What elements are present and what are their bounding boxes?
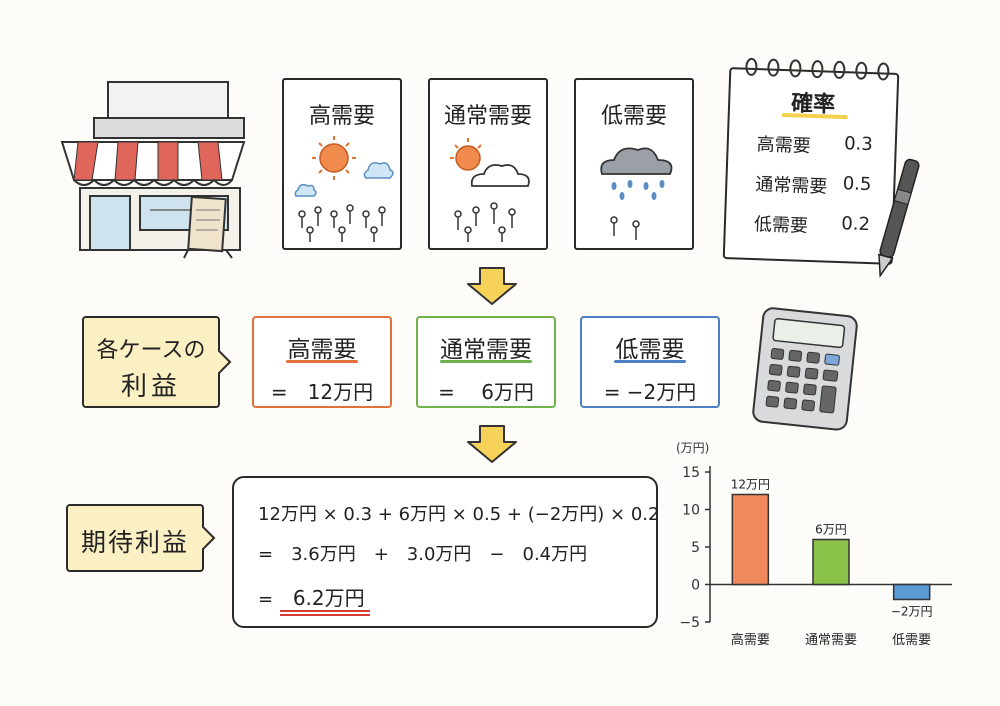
chart-data-label-1: 6万円 — [815, 523, 847, 537]
chart-category-label-0: 高需要 — [731, 632, 770, 648]
profit-label-box: 各ケースの 利益 — [82, 316, 220, 408]
spiral-binding — [745, 57, 890, 81]
label-pointer — [218, 350, 232, 374]
profit-label-line2: 利益 — [120, 372, 181, 402]
calculator-icon — [752, 307, 858, 431]
scenario-card-low: 低需要 — [574, 78, 694, 250]
scenario-card-normal: 通常需要 — [428, 78, 548, 250]
chart-bar-2 — [892, 583, 931, 601]
probability-row-normal: 通常需要 0.5 — [754, 173, 872, 198]
pen-icon — [878, 158, 920, 278]
case-value-normal: = 6万円 — [438, 380, 534, 404]
rain-cloud-icon — [600, 147, 673, 240]
scenario-title-low: 低需要 — [600, 104, 667, 129]
case-box-high: 高需要 = 12万円 — [252, 316, 392, 408]
case-box-low: 低需要 = −2万円 — [580, 316, 720, 408]
probability-row-low: 低需要 0.2 — [753, 213, 871, 237]
down-arrow-icon-2 — [467, 425, 517, 463]
formula-line-1: 12万円 × 0.3 + 6万円 × 0.5 + (−2万円) × 0.2 — [258, 504, 660, 525]
chart-ytick-label-4: −5 — [679, 615, 700, 631]
case-underline-low — [614, 360, 686, 363]
expected-label-box: 期待利益 — [66, 504, 204, 572]
probability-notepad: 確率 高需要 0.3 通常需要 0.5 低需要 0.2 — [722, 57, 900, 265]
case-title-high: 高需要 — [287, 337, 357, 363]
chart-category-label-1: 通常需要 — [805, 633, 857, 648]
case-value-high: = 12万円 — [270, 380, 374, 404]
chart-bar-0 — [731, 493, 770, 586]
result-underline-1 — [280, 610, 370, 612]
case-title-normal: 通常需要 — [440, 337, 532, 363]
case-box-normal: 通常需要 = 6万円 — [416, 316, 556, 408]
case-title-low: 低需要 — [615, 337, 685, 363]
label-pointer-2 — [202, 526, 216, 550]
case-underline-high — [286, 360, 358, 363]
chart-ytick-label-1: 10 — [682, 503, 700, 519]
chart-data-label-2: −2万円 — [891, 605, 933, 619]
chart-ytick-label-2: 5 — [691, 540, 700, 556]
sun-cloud-icon — [450, 138, 530, 242]
chart-ytick-label-0: 15 — [682, 465, 700, 481]
result-underline-2 — [280, 614, 370, 616]
profit-label-line1: 各ケースの — [96, 338, 206, 363]
chart-bar-1 — [812, 538, 850, 586]
formula-line-3: = 6.2万円 — [258, 582, 365, 611]
sun-icon — [294, 136, 394, 242]
case-value-low: = −2万円 — [603, 380, 697, 404]
down-arrow-icon — [467, 267, 517, 305]
store-illustration — [60, 81, 246, 259]
expected-result: 6.2万円 — [292, 586, 365, 610]
scenario-title-normal: 通常需要 — [443, 104, 532, 129]
case-underline-normal — [440, 360, 532, 363]
formula-equals: = — [258, 589, 274, 610]
probability-row-high: 高需要 0.3 — [756, 133, 874, 157]
scenario-card-high: 高需要 — [282, 78, 402, 250]
expected-formula-box: 12万円 × 0.3 + 6万円 × 0.5 + (−2万円) × 0.2 = … — [232, 476, 660, 628]
expected-label: 期待利益 — [80, 528, 189, 557]
chart-ytick-label-3: 0 — [691, 578, 700, 594]
chart-unit-label: (万円) — [676, 441, 709, 455]
formula-line-2: = 3.6万円 + 3.0万円 − 0.4万円 — [258, 544, 588, 565]
chart-data-label-0: 12万円 — [731, 478, 770, 492]
chart-category-label-2: 低需要 — [892, 633, 931, 648]
scenario-title-high: 高需要 — [308, 104, 375, 129]
